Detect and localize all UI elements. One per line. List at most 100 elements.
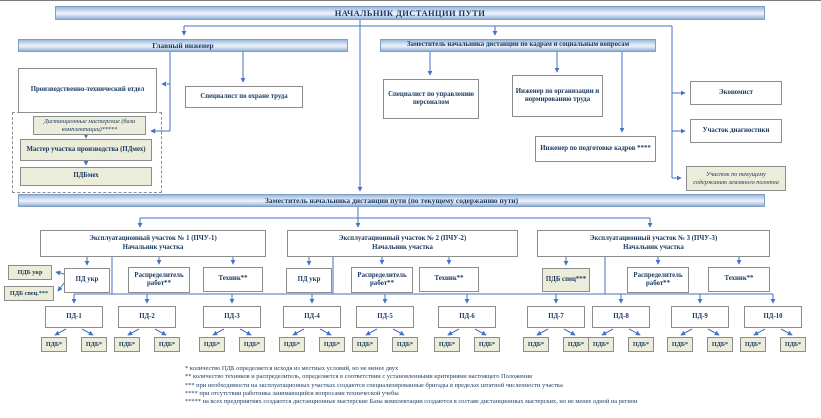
box-pdb-4b: ПДБ* xyxy=(319,337,345,352)
box-pd-1: ПД-1 xyxy=(45,306,103,328)
box-pdb-spec-s3: ПДБ спец*** xyxy=(542,268,590,292)
box-work-distributor-s2: Распределитель работ** xyxy=(351,267,413,293)
section-3-subtitle: Начальник участка xyxy=(623,243,684,251)
subgrade-label: Участок по текущему содержанию земляного… xyxy=(693,171,779,186)
box-subgrade-maintenance-section: Участок по текущему содержанию земляного… xyxy=(686,166,786,191)
section-2-header: Эксплуатационный участок № 2 (ПЧУ-2) Нач… xyxy=(287,230,518,257)
pdb-label: ПДБ* xyxy=(203,340,221,348)
pdb-label: ПДБ* xyxy=(711,340,729,348)
training-engineer-label: Инженер по подготовке кадров **** xyxy=(540,144,651,152)
box-pdb-8a: ПДБ* xyxy=(588,337,614,352)
pdb-label: ПДБ* xyxy=(632,340,650,348)
footnote-1: * количество ПДБ определяется исходя из … xyxy=(185,365,399,372)
box-pdb-6a: ПДБ* xyxy=(434,337,460,352)
box-pdb-3b: ПДБ* xyxy=(239,337,265,352)
box-pdb-6b: ПДБ* xyxy=(474,337,500,352)
pdb-label: ПДБ* xyxy=(158,340,176,348)
box-technician-s2: Техник** xyxy=(419,267,479,292)
band-chief-engineer: Главный инженер xyxy=(18,39,348,52)
box-hr-specialist: Специалист по управлению персоналом xyxy=(383,79,479,119)
box-pdb-1a: ПДБ* xyxy=(41,337,67,352)
box-pd-7: ПД-7 xyxy=(527,306,585,328)
pdb-label: ПДБ* xyxy=(567,340,585,348)
technician-s1-label: Техник** xyxy=(218,275,248,283)
box-diagnostics-section: Участок диагностики xyxy=(690,119,782,143)
workshops-dashed-group xyxy=(12,112,162,193)
box-technician-s1: Техник** xyxy=(203,267,263,292)
box-pdb-meh: ПДБмех xyxy=(20,167,152,186)
pd-10-label: ПД-10 xyxy=(763,312,783,320)
box-pdb-10b: ПДБ* xyxy=(780,337,806,352)
section-3-title: Эксплуатационный участок № 3 (ПЧУ-3) xyxy=(589,235,718,243)
production-master-label: Мастер участка производства (ПДмех) xyxy=(26,145,146,153)
pdb-label: ПДБ* xyxy=(438,340,456,348)
pdb-spec-s3-label: ПДБ спец*** xyxy=(545,275,587,283)
box-pd-ukr-s2: ПД укр xyxy=(286,268,332,293)
band-chief-engineer-label: Главный инженер xyxy=(152,40,214,50)
box-pd-3: ПД-3 xyxy=(203,306,261,328)
economist-label: Экономист xyxy=(719,88,753,96)
pdb-label: ПДБ* xyxy=(45,340,63,348)
pdb-label: ПДБ* xyxy=(323,340,341,348)
production-technical-dept-label: Производственно-технический отдел xyxy=(30,86,145,94)
box-pdb-7a: ПДБ* xyxy=(523,337,549,352)
box-technician-s3: Техник** xyxy=(708,267,770,292)
diagnostics-label: Участок диагностики xyxy=(702,126,770,134)
pdb-label: ПДБ* xyxy=(478,340,496,348)
title-band-head-of-track-distance: НАЧАЛЬНИК ДИСТАНЦИИ ПУТИ xyxy=(55,6,765,20)
section-2-subtitle: Начальник участка xyxy=(372,243,433,251)
title-text: НАЧАЛЬНИК ДИСТАНЦИИ ПУТИ xyxy=(334,7,486,18)
pdb-label: ПДБ* xyxy=(671,340,689,348)
band-deputy-hr-label: Заместитель начальника дистанции по кадр… xyxy=(406,41,630,49)
labor-safety-label: Специалист по охране труда xyxy=(200,92,288,100)
box-labor-org-engineer: Инженер по организации и нормированию тр… xyxy=(512,75,603,117)
pdb-label: ПДБ* xyxy=(118,340,136,348)
box-pdb-5a: ПДБ* xyxy=(352,337,378,352)
box-pdb-9b: ПДБ* xyxy=(707,337,733,352)
footnotes: * количество ПДБ определяется исходя из … xyxy=(185,365,817,407)
work-distributor-s1-label: Распределитель работ** xyxy=(134,271,184,287)
box-training-engineer: Инженер по подготовке кадров **** xyxy=(535,136,656,162)
pd-7-label: ПД-7 xyxy=(548,312,564,320)
technician-s2-label: Техник** xyxy=(434,275,464,283)
band-deputy-maintenance-label: Заместитель начальника дистанции пути (п… xyxy=(264,195,519,205)
pdb-label: ПДБ* xyxy=(356,340,374,348)
pdb-label: ПДБ* xyxy=(85,340,103,348)
work-distributor-s3-label: Распределитель работ** xyxy=(633,271,683,287)
section-1-header: Эксплуатационный участок № 1 (ПЧУ-1) Нач… xyxy=(40,230,266,257)
pd-8-label: ПД-8 xyxy=(613,312,629,320)
pd-6-label: ПД-6 xyxy=(459,312,475,320)
footnote-2: ** количество техников и распределитель,… xyxy=(185,373,532,381)
pdb-meh-label: ПДБмех xyxy=(73,172,99,180)
box-pdb-ukr: ПДБ укр xyxy=(8,265,52,280)
box-pdb-8b: ПДБ* xyxy=(628,337,654,352)
pdb-ukr-label: ПДБ укр xyxy=(17,268,43,276)
box-work-distributor-s3: Распределитель работ** xyxy=(627,267,689,293)
pdb-label: ПДБ* xyxy=(784,340,802,348)
box-pd-9: ПД-9 xyxy=(671,306,729,328)
pd-9-label: ПД-9 xyxy=(692,312,708,320)
section-1-subtitle: Начальник участка xyxy=(122,243,184,251)
box-pdb-3a: ПДБ* xyxy=(199,337,225,352)
box-pdb-2a: ПДБ* xyxy=(114,337,140,352)
pdb-spec-s1-label: ПДБ спец.*** xyxy=(9,289,49,297)
pd-ukr-s1-label: ПД укр xyxy=(75,276,99,284)
box-production-technical-dept: Производственно-технический отдел xyxy=(18,68,157,113)
pdb-label: ПДБ* xyxy=(592,340,610,348)
pd-3-label: ПД-3 xyxy=(224,312,240,320)
band-deputy-maintenance: Заместитель начальника дистанции пути (п… xyxy=(18,194,765,207)
box-pdb-1b: ПДБ* xyxy=(81,337,107,352)
box-pdb-4a: ПДБ* xyxy=(279,337,305,352)
box-distance-workshops: Дистанционные мастерские (база комплекта… xyxy=(33,116,146,135)
box-pd-2: ПД-2 xyxy=(118,306,176,328)
pdb-label: ПДБ* xyxy=(283,340,301,348)
box-pdb-5b: ПДБ* xyxy=(392,337,418,352)
hr-specialist-label: Специалист по управлению персоналом xyxy=(388,90,474,106)
pd-ukr-s2-label: ПД укр xyxy=(297,276,321,284)
box-pd-5: ПД-5 xyxy=(356,306,414,328)
band-deputy-hr: Заместитель начальника дистанции по кадр… xyxy=(380,39,656,52)
box-pd-10: ПД-10 xyxy=(744,306,802,328)
box-pdb-10a: ПДБ* xyxy=(740,337,766,352)
box-economist: Экономист xyxy=(690,81,782,105)
